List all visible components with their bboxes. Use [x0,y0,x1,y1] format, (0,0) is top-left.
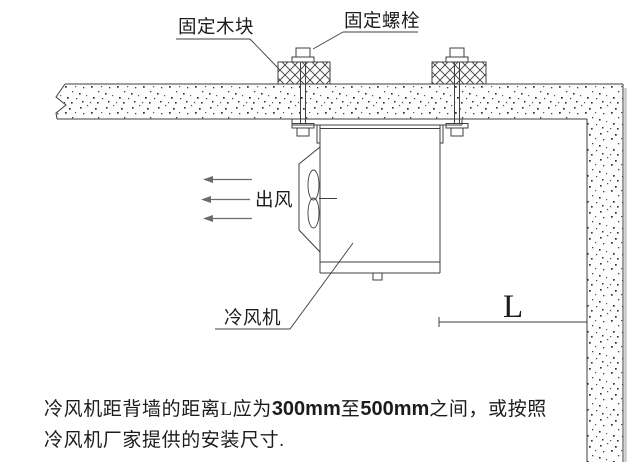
caption-min-value: 300mm [271,398,341,420]
caption-line-1: 冷风机距背墙的距离L应为300mm至500mm之间，或按照 [44,394,619,425]
fixing-block-label: 固定木块 [178,17,254,38]
leader-lines [176,31,418,330]
leader-air-cooler [215,242,354,330]
dimension-L [438,317,588,327]
fan-assembly [298,146,337,253]
air-cooler-unit [319,125,441,281]
fixing-bolt-right [445,47,469,137]
air-out-arrows [201,176,252,222]
fan-shroud [298,146,321,253]
arrow-icon [203,215,213,222]
air-out-label: 出风 [255,190,293,211]
air-cooler-label: 冷风机 [224,308,281,329]
leader-fixing-bolt [312,31,418,50]
fixing-bolt-left [291,47,315,137]
caption-text: 冷风机距背墙的距离L应为 [44,399,272,420]
arrow-icon [203,176,213,183]
drain-stub [372,272,383,281]
caption-line-2: 冷风机厂家提供的安装尺寸. [44,425,619,456]
caption-text: 之间，或按照 [429,399,547,420]
caption-text: 至 [340,399,361,420]
ceiling-and-wall-section [55,83,627,462]
fixing-bolt-label: 固定螺栓 [344,11,420,32]
leader-fixing-block [176,38,279,69]
arrow-icon [201,196,211,203]
hanger-rail [291,119,463,144]
caption-max-value: 500mm [360,398,430,420]
fan-blade-top [307,169,320,201]
break-line [55,83,67,120]
caption-text: 冷风机厂家提供的安装尺寸. [44,430,285,451]
fan-blade-bottom [307,197,320,229]
caption-note: 冷风机距背墙的距离L应为300mm至500mm之间，或按照 冷风机厂家提供的安装… [44,394,619,456]
distance-L-label: L [503,289,523,325]
wooden-block-left [277,61,331,85]
